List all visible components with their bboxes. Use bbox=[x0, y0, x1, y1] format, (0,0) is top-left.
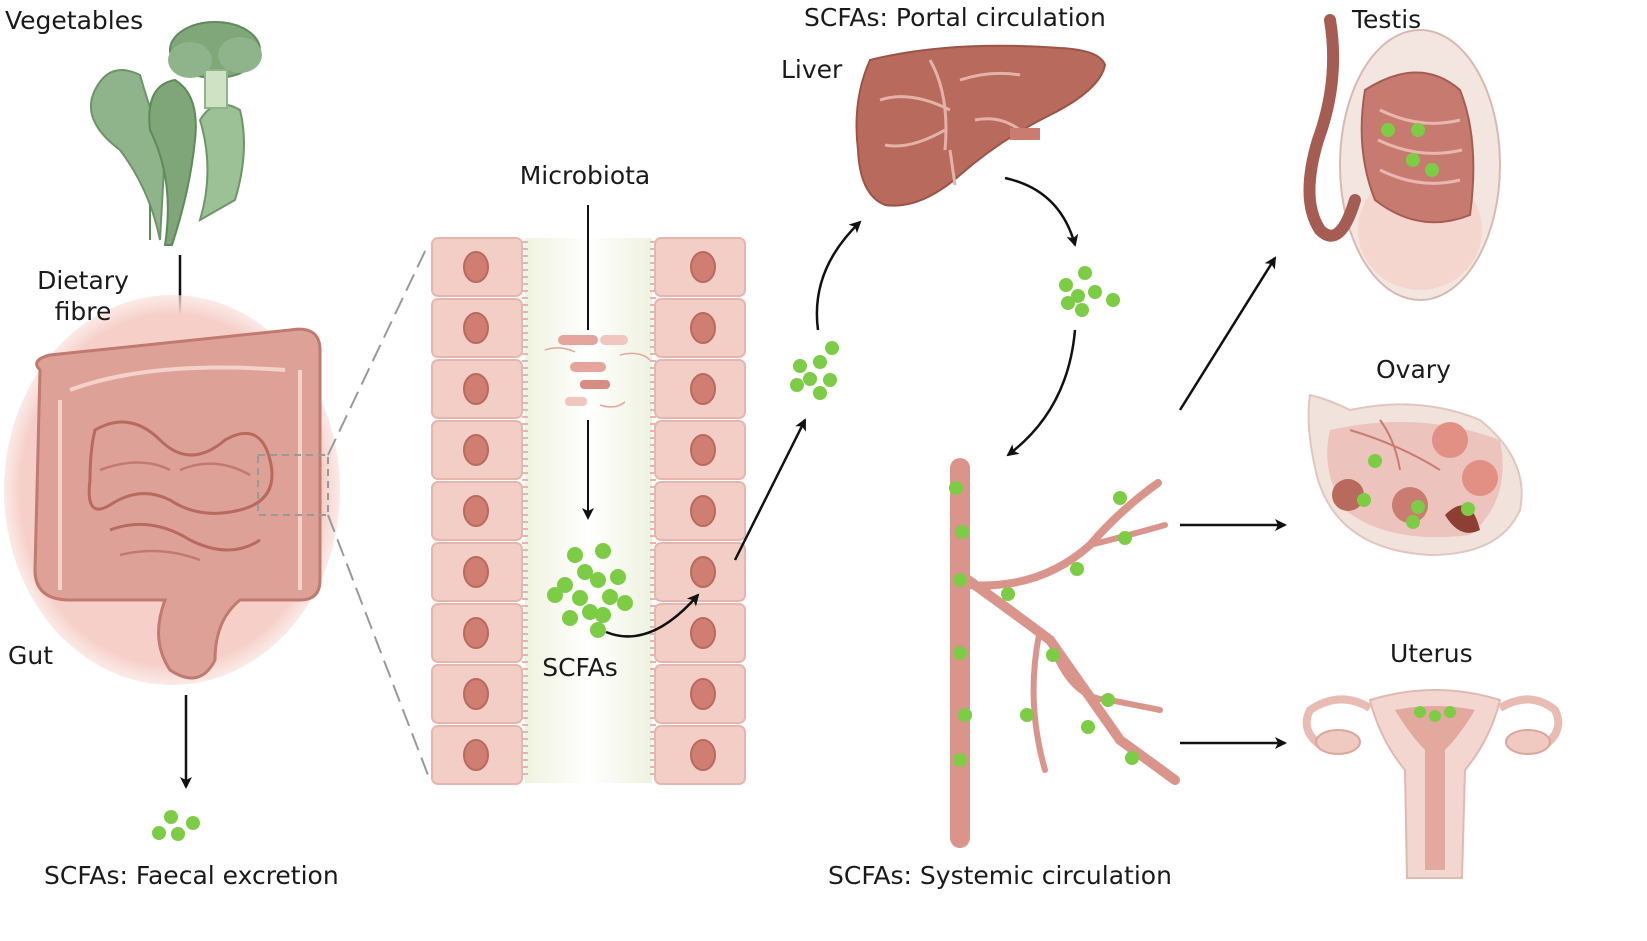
systemic-scfa-dots bbox=[1059, 266, 1120, 317]
brush-border bbox=[522, 241, 528, 775]
vegetables-illustration bbox=[90, 21, 262, 246]
label-portal-circulation: SCFAs: Portal circulation bbox=[804, 3, 1106, 32]
portal-scfa-dots bbox=[790, 341, 839, 400]
cell-nucleus bbox=[690, 312, 716, 344]
cell-nucleus bbox=[690, 495, 716, 527]
arrow-to-liver bbox=[815, 220, 862, 331]
ovary-illustration bbox=[1307, 393, 1523, 557]
label-uterus: Uterus bbox=[1390, 639, 1473, 668]
cell-nucleus bbox=[463, 556, 489, 588]
ovary-scfa-dots bbox=[1357, 454, 1475, 529]
label-microbiota: Microbiota bbox=[519, 161, 651, 190]
label-liver: Liver bbox=[781, 55, 843, 84]
label-gut: Gut bbox=[8, 641, 54, 670]
cell-nucleus bbox=[690, 434, 716, 466]
cell-nucleus bbox=[463, 739, 489, 771]
zoom-line-bottom bbox=[327, 514, 429, 776]
cell-nucleus bbox=[463, 434, 489, 466]
faecal-scfa-dots bbox=[152, 810, 200, 841]
label-dietary-fibre-line1: Dietary bbox=[37, 266, 129, 295]
vessel-scfa-dots bbox=[949, 481, 1139, 767]
cell-nucleus bbox=[463, 251, 489, 283]
arrow-to-testis bbox=[1178, 256, 1277, 411]
label-scfas: SCFAs bbox=[542, 653, 618, 682]
cell-nucleus bbox=[690, 739, 716, 771]
brush-border bbox=[650, 241, 656, 775]
cell-nucleus bbox=[463, 312, 489, 344]
cell-nucleus bbox=[690, 556, 716, 588]
cell-nucleus bbox=[690, 617, 716, 649]
microbiota-illustration bbox=[544, 205, 651, 520]
label-dietary-fibre-line2: fibre bbox=[54, 297, 112, 326]
uterus-illustration bbox=[1302, 689, 1563, 879]
zoom-box bbox=[257, 454, 329, 516]
cell-nucleus bbox=[463, 678, 489, 710]
label-ovary: Ovary bbox=[1376, 355, 1451, 384]
label-testis: Testis bbox=[1352, 5, 1422, 34]
cell-nucleus bbox=[463, 495, 489, 527]
arrow-to-portal bbox=[733, 418, 807, 561]
arrow-scfa-to-epithelium bbox=[605, 593, 700, 638]
cell-nucleus bbox=[690, 251, 716, 283]
gut-illustration bbox=[4, 295, 340, 685]
cell-nucleus bbox=[690, 373, 716, 405]
cell-nucleus bbox=[463, 373, 489, 405]
testis-scfa-dots bbox=[1381, 123, 1439, 177]
arrow-dots-to-vessel bbox=[1006, 329, 1077, 457]
testis-illustration bbox=[1303, 14, 1501, 301]
label-systemic-circulation: SCFAs: Systemic circulation bbox=[828, 861, 1172, 890]
arrow-liver-to-systemic-dots bbox=[1004, 176, 1079, 247]
lumen-scfa-dots bbox=[547, 543, 633, 638]
label-vegetables: Vegetables bbox=[5, 6, 144, 35]
blood-vessel-illustration bbox=[950, 458, 1180, 848]
uterus-scfa-dots bbox=[1414, 706, 1456, 722]
zoom-line-top bbox=[327, 244, 429, 456]
label-faecal-excretion: SCFAs: Faecal excretion bbox=[44, 861, 339, 890]
cell-nucleus bbox=[463, 617, 489, 649]
cell-nucleus bbox=[690, 678, 716, 710]
liver-illustration bbox=[855, 44, 1107, 207]
